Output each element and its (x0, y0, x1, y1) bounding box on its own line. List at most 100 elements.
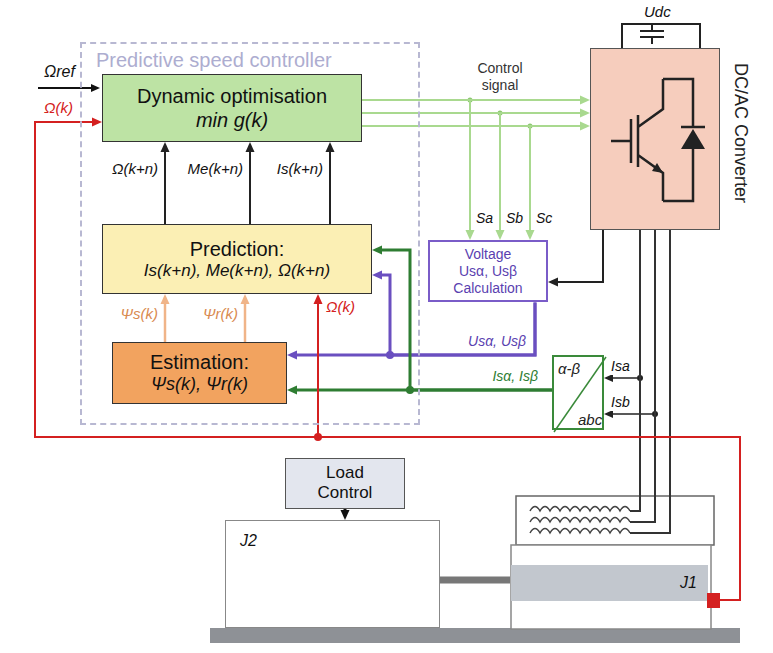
edge-label: Ω(k) (324, 298, 357, 316)
converter-box: DC/AC Converter (590, 48, 720, 230)
arrow-head (372, 246, 382, 255)
load-machine: J2 (225, 520, 440, 628)
connector-line (440, 577, 510, 584)
connector (362, 100, 535, 240)
transform-box: α-β abc (552, 355, 604, 430)
arrow-head (326, 142, 335, 152)
connector (640, 230, 670, 495)
edge-label: Control signal (468, 60, 532, 94)
current-sense-line (612, 377, 637, 379)
connector-line (244, 302, 247, 342)
node-text: abc (578, 411, 602, 429)
connector (341, 509, 350, 520)
node-text: Ψs(k), Ψr(k) (151, 374, 248, 396)
edge-label: Ψs(k) (119, 305, 160, 323)
signal-name: Sb (504, 210, 525, 227)
edge-label: Isα, Isβ (490, 368, 540, 385)
connector-line (362, 113, 500, 232)
reference-label: Ωref (42, 62, 77, 81)
node-text: Prediction: (190, 237, 285, 261)
rotor-band (511, 565, 708, 601)
winding-coils (530, 507, 630, 534)
arrow-head (341, 510, 350, 520)
encoder (707, 593, 720, 608)
arrow-head (241, 294, 250, 304)
arrow-head (604, 410, 613, 418)
connector-line (669, 230, 671, 495)
motor-body (511, 545, 711, 629)
connector (548, 230, 603, 287)
arrow-head (91, 84, 100, 92)
arrow-head (161, 294, 170, 304)
node-text: Is(k+n), Me(k+n), Ω(k+n) (144, 261, 330, 281)
connector-line (164, 150, 166, 224)
edge-label: Me(k+n) (186, 160, 245, 178)
connector (246, 142, 255, 224)
node-text: DC/AC Converter (729, 63, 751, 203)
motor: J1 (510, 495, 720, 630)
process-box: Estimation:Ψs(k), Ψr(k) (112, 342, 287, 404)
arrow-head (161, 142, 170, 152)
process-box: Prediction:Is(k+n), Me(k+n), Ω(k+n) (102, 224, 372, 294)
connector-line (249, 150, 251, 224)
igbt-symbol (591, 49, 718, 228)
voltage-label: Udc (642, 3, 673, 21)
edge-label: Usα, Usβ (466, 333, 528, 350)
arrow-head (92, 118, 102, 127)
arrow-head (372, 271, 382, 280)
arrow-head (548, 278, 558, 287)
base-plate (210, 628, 740, 643)
signal-name: Sc (534, 210, 554, 227)
signal-name: Isb (609, 394, 632, 411)
diagonal-line (554, 357, 606, 432)
signal-name: Isa (609, 358, 632, 375)
edge-label: Is(k+n) (275, 160, 325, 178)
reference-input-line (38, 87, 92, 89)
connector (161, 294, 170, 342)
arrow-head (246, 142, 255, 152)
connector-line (556, 230, 603, 282)
arrow-head (526, 230, 535, 240)
node-text: Load Control (310, 463, 380, 504)
arrow-head (580, 122, 590, 131)
node-text: J2 (240, 531, 257, 550)
node-text: J1 (680, 573, 697, 592)
winding-leads (630, 495, 670, 533)
arrow-head (496, 230, 505, 240)
emitter-arrow (652, 163, 663, 173)
calculation-box: Voltage Usα, Usβ Calculation (428, 240, 548, 302)
connector (326, 142, 335, 224)
current-sense-line (612, 413, 652, 415)
node-text: Dynamic optimisation (137, 84, 327, 108)
arrow-head (580, 109, 590, 118)
diode-symbol (681, 129, 705, 149)
arrow-head (287, 351, 297, 360)
arrow-head (314, 294, 323, 304)
stator-housing (516, 496, 714, 545)
arrow-head (466, 230, 475, 240)
connector-line (639, 230, 641, 495)
connector-line (164, 302, 167, 342)
connector-line (362, 126, 530, 232)
arrow-head (287, 386, 297, 395)
arrow-head (580, 96, 590, 105)
connector-line (654, 230, 656, 495)
signal-name: Sa (474, 210, 495, 227)
edge-label: Ψr(k) (201, 305, 240, 323)
process-box: Dynamic optimisationmin g(k) (102, 74, 362, 142)
controller-region: Predictive speed controllerDynamic optim… (80, 42, 420, 425)
connector (241, 294, 250, 342)
connector-line (329, 150, 331, 224)
connector (440, 580, 510, 581)
node-text: Voltage Usα, Usβ Calculation (449, 246, 527, 296)
node-text: α-β (558, 360, 580, 378)
igbt-lines (611, 79, 705, 201)
connector (161, 142, 170, 224)
node-text: Estimation: (150, 350, 249, 374)
connector-line (362, 100, 470, 232)
edge-label: Ω(k) (42, 99, 75, 117)
motor-drawing (510, 495, 720, 630)
load-control-box: Load Control (285, 458, 405, 509)
edge-label: Ω(k+n) (110, 160, 160, 178)
